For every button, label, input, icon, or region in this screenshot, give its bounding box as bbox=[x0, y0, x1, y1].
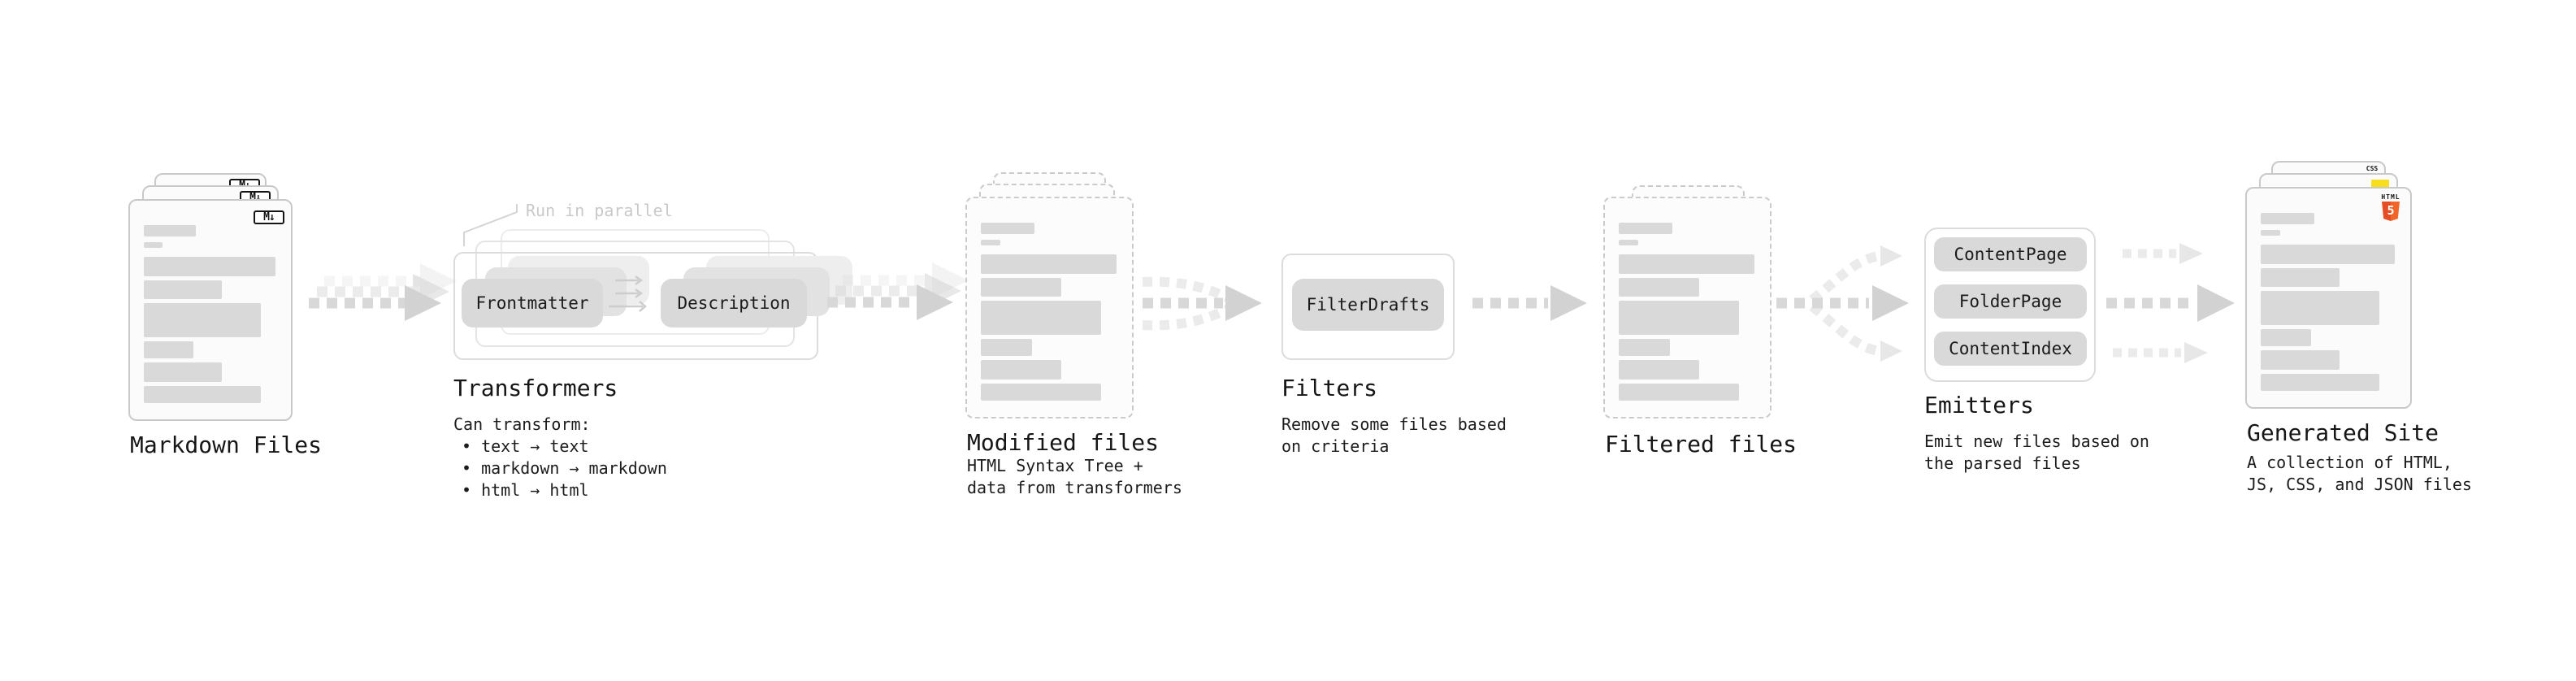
stage-label-emitters: Emitters bbox=[1924, 392, 2034, 419]
filter-node-filterdrafts: FilterDrafts bbox=[1292, 279, 1444, 331]
caption-bullet: • text → text bbox=[462, 436, 589, 456]
emitter-node-folderpage: FolderPage bbox=[1934, 284, 2087, 319]
caption-bullet: • html → html bbox=[462, 480, 589, 500]
caption-line: A collection of HTML, bbox=[2247, 453, 2452, 472]
caption-line: Remove some files based bbox=[1281, 414, 1507, 434]
caption-line: on criteria bbox=[1281, 436, 1390, 456]
emitters-frame bbox=[1924, 228, 2096, 382]
transformer-node-frontmatter: Frontmatter bbox=[462, 279, 603, 327]
arrow-markdown-to-transformers bbox=[309, 263, 457, 321]
transformer-node-description: Description bbox=[661, 279, 807, 327]
caption-line: Emit new files based on bbox=[1924, 432, 2149, 451]
html5-icon: HTML 5 bbox=[2380, 193, 2401, 221]
stage-label-filtered-files: Filtered files bbox=[1605, 431, 1798, 458]
transformers-caption: Can transform: • text → text • markdown … bbox=[453, 414, 667, 501]
doc-content-lines bbox=[1619, 221, 1757, 401]
modified-caption: HTML Syntax Tree + data from transformer… bbox=[967, 455, 1182, 499]
generated-caption: A collection of HTML, JS, CSS, and JSON … bbox=[2247, 452, 2472, 496]
filtered-doc-front bbox=[1603, 197, 1772, 419]
doc-content-lines bbox=[981, 221, 1119, 401]
filters-frame bbox=[1281, 254, 1455, 360]
caption-line: the parsed files bbox=[1924, 453, 2081, 473]
arrow-filtered-to-emitters bbox=[1776, 245, 1909, 362]
caption-line: HTML Syntax Tree + bbox=[967, 456, 1143, 475]
css-icon-label: CSS bbox=[2366, 165, 2379, 172]
stage-label-modified-files: Modified files bbox=[967, 429, 1160, 456]
caption-line: Can transform: bbox=[453, 414, 591, 434]
emitter-node-contentindex: ContentIndex bbox=[1934, 332, 2087, 366]
stage-label-markdown-files: Markdown Files bbox=[130, 432, 323, 458]
modified-doc-front bbox=[965, 197, 1134, 419]
doc-content-lines bbox=[144, 223, 278, 403]
run-in-parallel-note: Run in parallel bbox=[526, 201, 673, 220]
caption-bullet: • markdown → markdown bbox=[462, 458, 667, 478]
arrow-filters-to-filtered bbox=[1472, 285, 1587, 321]
stage-label-generated-site: Generated Site bbox=[2247, 419, 2439, 446]
arrow-emitters-to-generated bbox=[2106, 243, 2235, 363]
markdown-icon: M↓ bbox=[254, 210, 284, 224]
caption-line: data from transformers bbox=[967, 478, 1182, 497]
markdown-doc-front: M↓ bbox=[128, 199, 293, 421]
emitters-caption: Emit new files based on the parsed files bbox=[1924, 431, 2149, 475]
stage-label-filters: Filters bbox=[1281, 375, 1378, 401]
html5-icon-word: HTML bbox=[2381, 193, 2400, 201]
html5-icon-shield: 5 bbox=[2382, 202, 2400, 221]
arrow-modified-to-filters bbox=[1142, 276, 1262, 331]
stage-label-transformers: Transformers bbox=[453, 375, 618, 401]
caption-line: JS, CSS, and JSON files bbox=[2247, 475, 2472, 494]
emitter-node-contentpage: ContentPage bbox=[1934, 237, 2087, 271]
filters-caption: Remove some files based on criteria bbox=[1281, 414, 1507, 458]
doc-content-lines bbox=[2261, 211, 2397, 391]
generated-doc-front: HTML 5 bbox=[2245, 187, 2412, 409]
